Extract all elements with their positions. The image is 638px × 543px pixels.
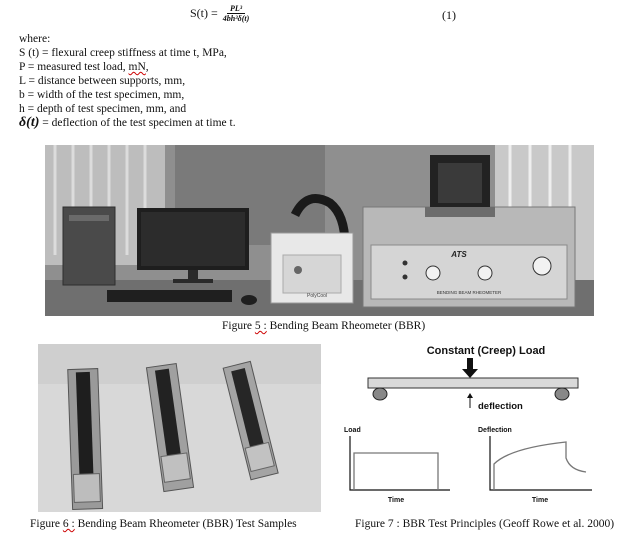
delta-symbol: δ(t) bbox=[19, 115, 40, 130]
definition-line: P = measured test load, mN, bbox=[19, 61, 149, 73]
load-title: Constant (Creep) Load bbox=[427, 345, 546, 357]
time-label-right: Time bbox=[532, 497, 548, 504]
time-label-left: Time bbox=[388, 497, 404, 504]
definition-line: h = depth of test specimen, mm, and bbox=[19, 103, 187, 115]
figure7-diagram: Constant (Creep) Load deflection Load Ti… bbox=[340, 340, 600, 512]
bbr-principle-diagram: Constant (Creep) Load deflection Load Ti… bbox=[344, 345, 592, 504]
where-heading: where: bbox=[19, 33, 51, 45]
beam bbox=[367, 377, 579, 389]
bbr-test-samples-photo bbox=[38, 344, 321, 512]
equation-number: (1) bbox=[442, 8, 456, 22]
bath-brand: PolyCool bbox=[307, 293, 327, 299]
figure5-caption: Figure 5 : Bending Beam Rheometer (BBR) bbox=[222, 320, 426, 332]
device-brand: ATS bbox=[450, 250, 467, 259]
deflection-curve bbox=[493, 441, 587, 490]
equation-fraction: PL³ 4bh³δ(t) bbox=[221, 4, 252, 23]
right-support bbox=[554, 387, 570, 401]
figure7-caption: Figure 7 : BBR Test Principles (Geoff Ro… bbox=[355, 518, 615, 530]
equation-1: S(t) = PL³ 4bh³δ(t) bbox=[190, 4, 251, 23]
load-arrow-head bbox=[462, 369, 478, 378]
figure6-photo bbox=[38, 344, 321, 512]
equation-denominator: 4bh³δ(t) bbox=[222, 14, 250, 23]
left-support bbox=[372, 387, 388, 401]
delta-text: = deflection of the test specimen at tim… bbox=[39, 117, 236, 129]
deflection-axis-label: Deflection bbox=[478, 427, 512, 434]
definition-line: S (t) = flexural creep stiffness at time… bbox=[19, 47, 227, 59]
deflection-plot-axes bbox=[489, 436, 592, 491]
deflection-label: deflection bbox=[478, 401, 523, 412]
definition-delta-line: δ(t) = deflection of the test specimen a… bbox=[19, 116, 236, 130]
load-plot-axes bbox=[349, 436, 450, 491]
equation-numerator: PL³ bbox=[226, 4, 246, 14]
definition-line: b = width of the test specimen, mm, bbox=[19, 89, 185, 101]
bbr-lab-photo: PolyCool ATS BENDING BEAM RHEOMETER bbox=[45, 145, 594, 316]
figure6-caption: Figure 6 : Bending Beam Rheometer (BBR) … bbox=[30, 518, 297, 530]
load-curve bbox=[353, 452, 439, 490]
figure5-photo: PolyCool ATS BENDING BEAM RHEOMETER bbox=[45, 145, 594, 316]
equation-lhs: S(t) = bbox=[190, 6, 218, 20]
load-axis-label: Load bbox=[344, 427, 361, 434]
definition-line: L = distance between supports, mm, bbox=[19, 75, 186, 87]
device-label: BENDING BEAM RHEOMETER bbox=[437, 290, 502, 295]
